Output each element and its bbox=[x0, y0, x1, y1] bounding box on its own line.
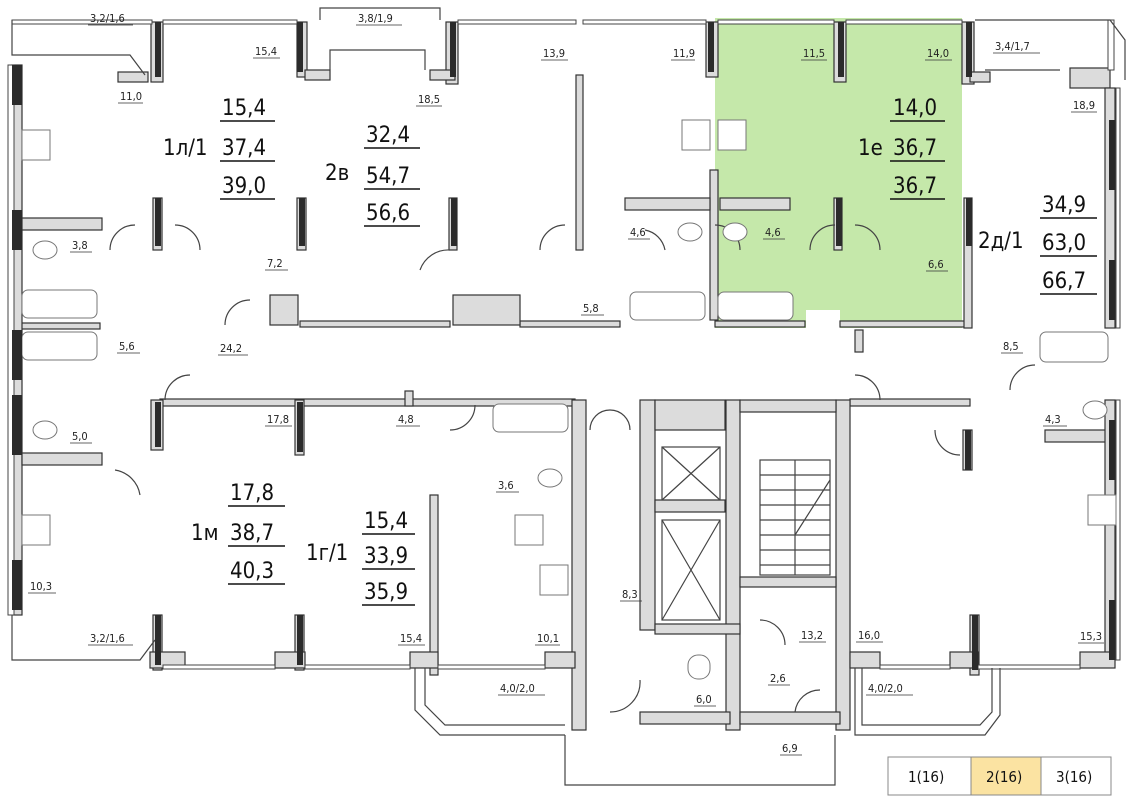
area-label: 15,3 bbox=[1080, 630, 1102, 643]
apartment-living-area: 34,9 bbox=[1042, 193, 1086, 218]
selected-apartment-highlight bbox=[715, 18, 962, 328]
area-label: 15,4 bbox=[255, 45, 277, 58]
apartment-total-area: 54,7 bbox=[366, 164, 410, 189]
apartment-total-with-balcony: 40,3 bbox=[230, 559, 274, 584]
area-label: 3,4/1,7 bbox=[995, 40, 1030, 53]
area-label: 7,2 bbox=[267, 257, 283, 270]
area-label: 14,0 bbox=[927, 47, 949, 60]
apartment-name: 2д/1 bbox=[978, 229, 1024, 254]
area-label: 4,6 bbox=[765, 226, 781, 239]
area-label: 4,0/2,0 bbox=[500, 682, 535, 695]
elevator-shafts bbox=[661, 446, 721, 621]
apartment-1g1[interactable]: 1г/1 15,4 33,9 35,9 bbox=[306, 509, 415, 606]
room-area-labels: 3,2/1,6 3,8/1,9 3,4/1,7 15,4 13,9 11,9 1… bbox=[30, 12, 1102, 755]
area-label: 3,2/1,6 bbox=[90, 12, 125, 25]
area-label: 11,5 bbox=[803, 47, 825, 60]
area-label: 13,2 bbox=[801, 629, 823, 642]
apartment-2v[interactable]: 2в 32,4 54,7 56,6 bbox=[325, 123, 420, 227]
area-label: 6,9 bbox=[782, 742, 798, 755]
section-tab-label: 2(16) bbox=[986, 768, 1022, 786]
section-tab-1[interactable]: 1(16) bbox=[887, 756, 972, 796]
apartment-name: 1м bbox=[191, 521, 219, 546]
apartment-2d1[interactable]: 2д/1 34,9 63,0 66,7 bbox=[978, 193, 1097, 295]
area-label: 4,6 bbox=[630, 226, 646, 239]
area-label: 3,8/1,9 bbox=[358, 12, 393, 25]
area-label: 15,4 bbox=[400, 632, 422, 645]
area-label: 3,8 bbox=[72, 239, 88, 252]
apartment-living-area: 17,8 bbox=[230, 481, 274, 506]
area-label: 5,6 bbox=[119, 340, 135, 353]
apartment-total-with-balcony: 39,0 bbox=[222, 174, 266, 199]
area-label: 2,6 bbox=[770, 672, 786, 685]
apartment-total-area: 38,7 bbox=[230, 521, 274, 546]
apartment-total-with-balcony: 35,9 bbox=[364, 580, 408, 605]
apartment-name: 1е bbox=[858, 136, 883, 161]
area-label: 18,9 bbox=[1073, 99, 1095, 112]
section-tab-3[interactable]: 3(16) bbox=[1040, 756, 1112, 796]
pillars bbox=[12, 22, 1115, 670]
apartment-total-with-balcony: 66,7 bbox=[1042, 269, 1086, 294]
doors bbox=[109, 224, 1036, 713]
area-label: 4,0/2,0 bbox=[868, 682, 903, 695]
area-label: 11,9 bbox=[673, 47, 695, 60]
area-label: 6,6 bbox=[928, 258, 944, 271]
area-label: 18,5 bbox=[418, 93, 440, 106]
area-label: 5,0 bbox=[72, 430, 88, 443]
apartment-name: 1г/1 bbox=[306, 541, 348, 566]
area-label: 24,2 bbox=[220, 342, 242, 355]
apartment-total-area: 37,4 bbox=[222, 136, 266, 161]
fixtures bbox=[21, 119, 1117, 680]
apartment-total-area: 33,9 bbox=[364, 544, 408, 569]
section-tab-label: 3(16) bbox=[1056, 768, 1092, 786]
section-tab-2[interactable]: 2(16) bbox=[970, 756, 1042, 796]
apartment-total-area: 36,7 bbox=[893, 136, 937, 161]
apartment-total-area: 63,0 bbox=[1042, 231, 1086, 256]
area-label: 8,5 bbox=[1003, 340, 1019, 353]
apartment-living-area: 32,4 bbox=[366, 123, 410, 148]
area-label: 13,9 bbox=[543, 47, 565, 60]
area-label: 5,8 bbox=[583, 302, 599, 315]
apartment-total-with-balcony: 36,7 bbox=[893, 174, 937, 199]
area-label: 8,3 bbox=[622, 588, 638, 601]
area-label: 4,8 bbox=[398, 413, 414, 426]
area-label: 11,0 bbox=[120, 90, 142, 103]
area-label: 10,3 bbox=[30, 580, 52, 593]
area-label: 3,6 bbox=[498, 479, 514, 492]
area-label: 16,0 bbox=[858, 629, 880, 642]
section-tab-label: 1(16) bbox=[908, 768, 944, 786]
area-label: 10,1 bbox=[537, 632, 559, 645]
area-label: 3,2/1,6 bbox=[90, 632, 125, 645]
room-area-underlines bbox=[28, 24, 1104, 756]
apartment-living-area: 14,0 bbox=[893, 96, 937, 121]
apartment-1e[interactable]: 1е 14,0 36,7 36,7 bbox=[858, 96, 945, 200]
area-label: 6,0 bbox=[696, 693, 712, 706]
apartment-living-area: 15,4 bbox=[222, 96, 266, 121]
apartment-1m[interactable]: 1м 17,8 38,7 40,3 bbox=[191, 481, 285, 585]
section-tabs: 1(16) 2(16) 3(16) bbox=[887, 756, 1112, 796]
area-label: 4,3 bbox=[1045, 413, 1061, 426]
apartment-name: 1л/1 bbox=[163, 136, 208, 161]
windows bbox=[7, 19, 1121, 670]
balconies bbox=[11, 7, 1126, 786]
area-label: 17,8 bbox=[267, 413, 289, 426]
apartment-total-with-balcony: 56,6 bbox=[366, 201, 410, 226]
apartment-living-area: 15,4 bbox=[364, 509, 408, 534]
stairs bbox=[759, 459, 831, 576]
apartment-name: 2в bbox=[325, 161, 349, 186]
apartment-1l1[interactable]: 1л/1 15,4 37,4 39,0 bbox=[163, 96, 275, 200]
